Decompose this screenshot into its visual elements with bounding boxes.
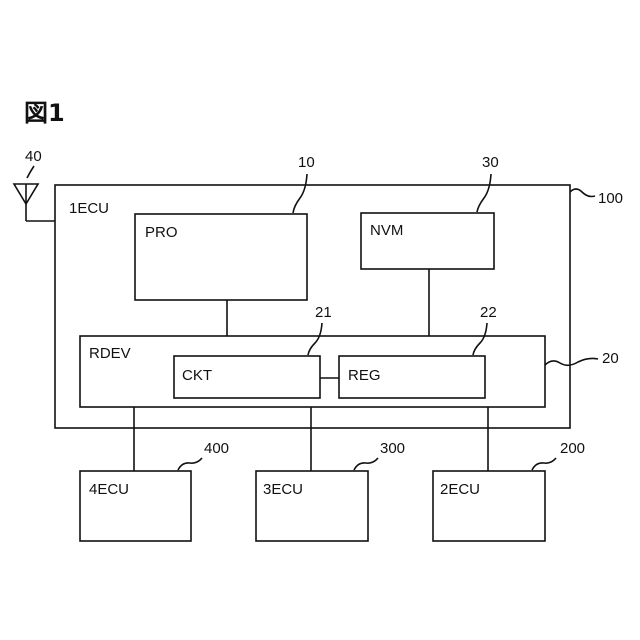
ref-nvm: 30 — [482, 154, 499, 171]
ecu1-label: 1ECU — [69, 200, 109, 217]
ecu4-label: 4ECU — [89, 481, 129, 498]
nvm-label: NVM — [370, 222, 403, 239]
ref-antenna: 40 — [25, 148, 42, 165]
leader-ecu2 — [532, 458, 556, 470]
ref-ecu2: 200 — [560, 440, 585, 457]
leader-antenna — [27, 166, 34, 178]
ref-rdev: 20 — [602, 350, 619, 367]
ref-ecu1: 100 — [598, 190, 623, 207]
leader-ecu4 — [178, 458, 202, 470]
reg-label: REG — [348, 367, 381, 384]
ref-ecu3: 300 — [380, 440, 405, 457]
rdev-label: RDEV — [89, 345, 131, 362]
ref-pro: 10 — [298, 154, 315, 171]
figure-label: 図1 — [24, 99, 65, 127]
antenna-icon — [14, 184, 55, 221]
ckt-label: CKT — [182, 367, 212, 384]
ecu2-label: 2ECU — [440, 481, 480, 498]
ref-ckt: 21 — [315, 304, 332, 321]
pro-label: PRO — [145, 224, 178, 241]
ref-reg: 22 — [480, 304, 497, 321]
leader-ecu3 — [354, 458, 378, 470]
ref-ecu4: 400 — [204, 440, 229, 457]
leader-ecu1 — [570, 189, 595, 197]
ecu3-label: 3ECU — [263, 481, 303, 498]
